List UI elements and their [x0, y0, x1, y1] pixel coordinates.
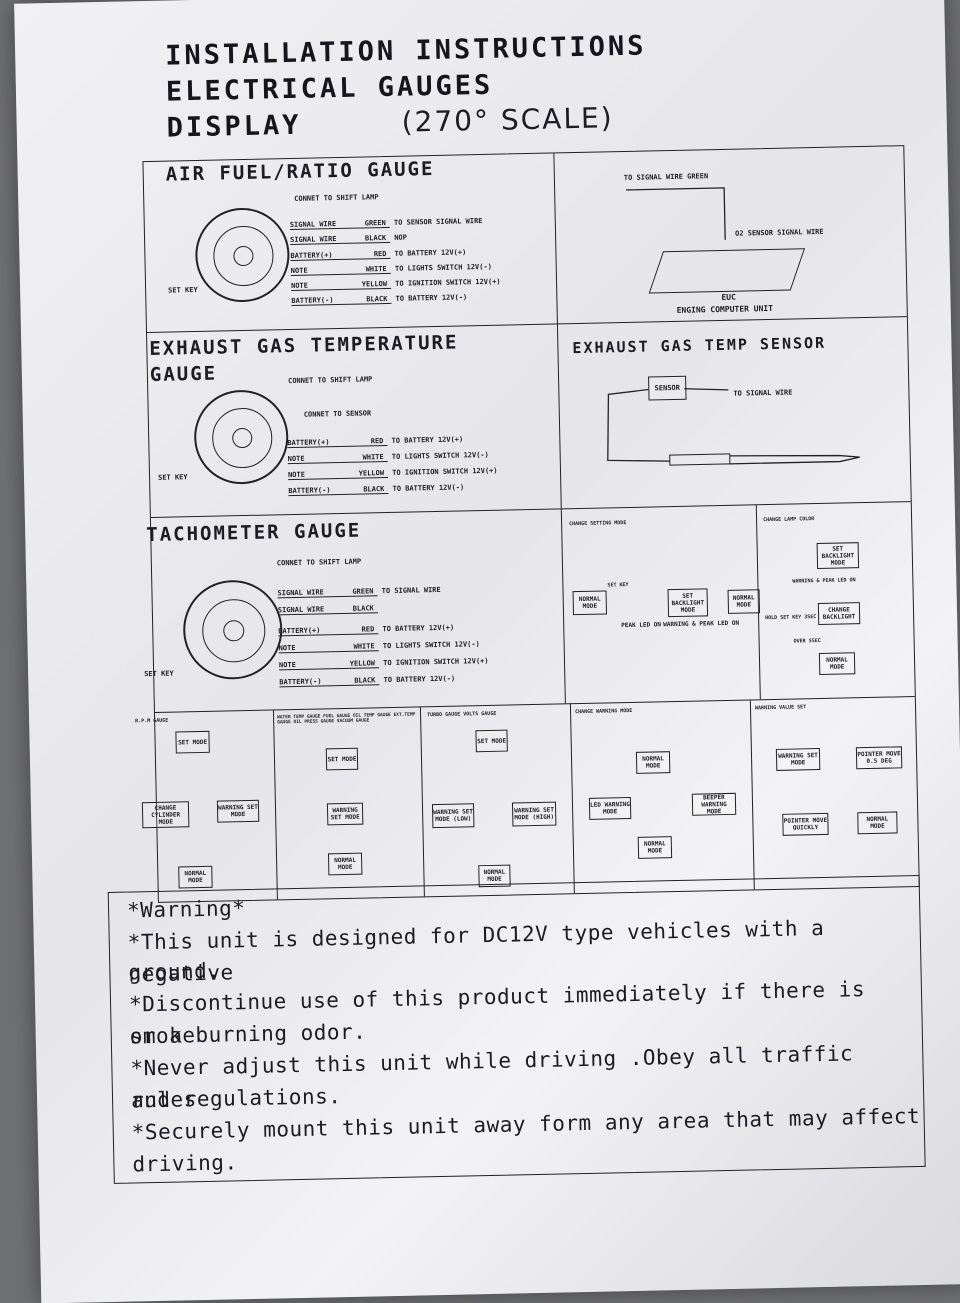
- flow-1-title: R.P.M GAUGE: [135, 717, 169, 725]
- flow-4-beeper-box: BEEPER WARNING MODE: [691, 792, 737, 816]
- flow-4-normal-box-2: NORMAL MODE: [637, 836, 673, 859]
- divider-flow-2: [419, 706, 425, 897]
- tach-title: TACHOMETER GAUGE: [146, 519, 362, 547]
- flow-2-warning-box: WARNING SET MODE: [326, 802, 364, 826]
- warning-line-4: or a burning odor.: [129, 1019, 367, 1049]
- warning-line-8: driving.: [132, 1150, 238, 1177]
- flow-4-led-box: LED WARNING MODE: [588, 796, 632, 820]
- flow-3-low-box: WARNING SET MODE (LOW): [431, 803, 475, 829]
- setting-set-key: SET KEY: [607, 581, 629, 589]
- scale-label: (270° SCALE): [401, 101, 614, 139]
- flow-3-title: TURBO GAUGE VOLTS GAUGE: [427, 710, 497, 719]
- tach-set-key: SET KEY: [144, 669, 174, 679]
- flow-5-pointer-box: POINTER MOVE 0.5 DEG: [855, 746, 903, 770]
- warning-box: *Warning* *This unit is designed for DC1…: [107, 874, 926, 1184]
- warning-line-2: ground.: [128, 958, 221, 985]
- divider-flow-3: [569, 703, 575, 894]
- egt-connect-sensor: CONNET TO SENSOR: [303, 409, 372, 419]
- afr-set-key: SET KEY: [168, 285, 198, 295]
- setting-normal-box: NORMAL MODE: [572, 590, 608, 616]
- euc-wire-line: [626, 187, 726, 240]
- setting-normal-box-2: NORMAL MODE: [727, 589, 761, 614]
- euc-block-icon: [648, 248, 806, 294]
- egt-title-2: GAUGE: [149, 362, 218, 386]
- flow-1-normal-box: NORMAL MODE: [178, 865, 213, 889]
- diagram-frame: AIR FUEL/RATIO GAUGE CONNET TO SHIFT LAM…: [135, 145, 920, 903]
- flow-5-title: WARNING VALUE SET: [754, 704, 807, 712]
- title-line-3: DISPLAY: [166, 109, 302, 144]
- flow-2-title: WATER TEMP GAUGE FUEL GAUGE OIL TEMP GAU…: [277, 712, 416, 726]
- flow-1-warning-box: WARNING SET MODE: [216, 799, 260, 823]
- euc-label: EUC: [721, 292, 736, 302]
- flow-4-title: CHANGE WARNING MODE: [574, 707, 633, 716]
- setting-mode-title: CHANGE SETTING MODE: [569, 520, 627, 528]
- lamp-set-box: SET BACKLIGHT MODE: [816, 542, 860, 570]
- divider-flow-4: [749, 699, 755, 890]
- setting-peak-label: PEAK LED ON: [621, 621, 662, 630]
- warning-heading: *Warning*: [126, 896, 246, 923]
- instruction-sheet: INSTALLATION INSTRUCTIONS ELECTRICAL GAU…: [14, 0, 960, 1303]
- lamp-over-label: OVER 5SEC: [793, 637, 821, 645]
- lamp-color-title: CHANGE LAMP COLOR: [763, 516, 815, 524]
- flow-3-set-box: SET MODE: [475, 729, 508, 753]
- flow-5-warning-box: WARNING SET MODE: [775, 748, 821, 771]
- flow-5-quick-box: POINTER MOVE QUICKLY: [782, 812, 829, 836]
- flow-3-high-box: WARNING SET MODE (HIGH): [511, 801, 557, 827]
- flow-5-normal-box: NORMAL MODE: [857, 811, 898, 835]
- flow-4-normal-box: NORMAL MODE: [635, 751, 671, 774]
- flow-2-set-box: SET MODE: [325, 747, 359, 771]
- divider-flow-1: [272, 709, 278, 900]
- title-line-1: INSTALLATION INSTRUCTIONS: [164, 30, 647, 72]
- sensor-probe-icon: [607, 388, 860, 466]
- setting-backlight-box: SET BACKLIGHT MODE: [667, 588, 709, 618]
- flow-1-set-box: SET MODE: [175, 730, 210, 754]
- lamp-normal-box: NORMAL MODE: [818, 652, 856, 676]
- egt-set-key: SET KEY: [157, 473, 188, 482]
- title-line-2: ELECTRICAL GAUGES: [165, 69, 494, 108]
- warning-line-6: and regulations.: [130, 1084, 342, 1113]
- flow-1-cylinder-box: CHANGE CYLINDER MODE: [141, 801, 190, 829]
- lamp-change-box: CHANGE BACKLIGHT: [817, 602, 861, 626]
- lamp-hold-label: HOLD SET KEY 3SEC: [765, 614, 817, 622]
- flow-2-normal-box: NORMAL MODE: [327, 852, 363, 876]
